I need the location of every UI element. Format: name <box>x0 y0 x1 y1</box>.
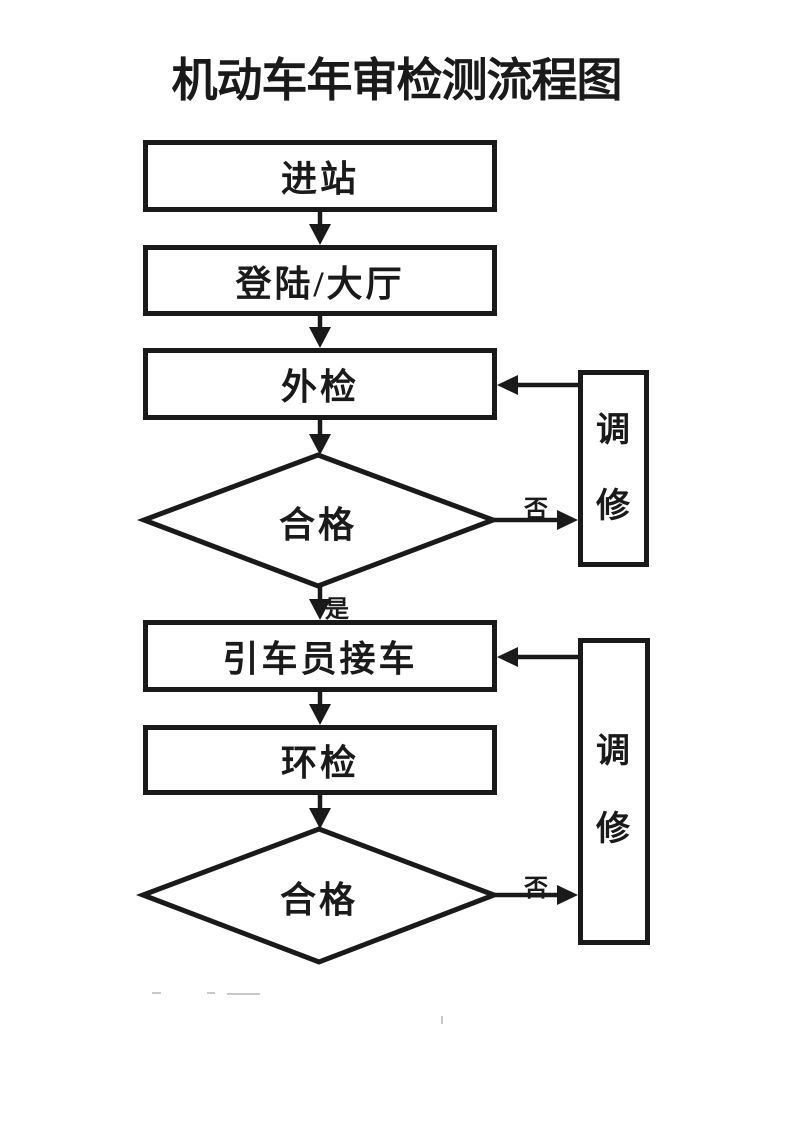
node-repair-1 <box>578 370 649 567</box>
arrow-env-to-qualified2 <box>309 793 331 829</box>
arrow-qualified1-to-driver <box>309 584 331 620</box>
arrow-login-to-external <box>309 314 331 348</box>
arrow-enter-to-login <box>309 211 331 245</box>
arrow-driver-to-env <box>309 690 331 725</box>
node-login-hall-label: 登陆/大厅 <box>235 263 405 304</box>
page-title: 机动车年审检测流程图 <box>171 54 623 106</box>
node-driver-pickup-label: 引车员接车 <box>222 639 418 679</box>
arrow-repair1-to-external <box>497 375 578 395</box>
arrow-repair2-to-driver <box>497 647 578 667</box>
node-enter-station: 进站 <box>143 140 497 212</box>
node-qualified-1-label: 合格 <box>278 505 357 545</box>
scan-artifact <box>441 1016 443 1024</box>
node-driver-pickup: 引车员接车 <box>143 620 497 692</box>
arrow-qualified2-no-to-repair2 <box>492 885 578 905</box>
edge-label-no-2: 否 <box>524 876 548 902</box>
node-repair-1-label: 调修 <box>596 412 630 525</box>
edge-label-yes: 是 <box>325 597 349 623</box>
edge-label-no-1: 否 <box>524 497 548 523</box>
node-repair-2 <box>578 638 650 945</box>
arrow-external-to-qualified1 <box>309 418 331 455</box>
node-qualified-2-label: 合格 <box>279 880 358 920</box>
node-repair-2-label: 调修 <box>596 733 630 848</box>
node-login-hall: 登陆/大厅 <box>143 245 497 316</box>
node-env-inspection: 环检 <box>143 725 497 795</box>
node-external-inspection-label: 外检 <box>280 367 359 407</box>
scan-artifact <box>227 993 260 995</box>
scan-artifact <box>152 992 161 994</box>
scan-artifact <box>207 992 215 994</box>
node-enter-station-label: 进站 <box>280 159 359 199</box>
decision-diamond-qualified-2 <box>135 826 502 965</box>
arrow-qualified1-no-to-repair1 <box>493 510 578 530</box>
node-external-inspection: 外检 <box>143 348 497 420</box>
node-env-inspection-label: 环检 <box>280 743 359 783</box>
